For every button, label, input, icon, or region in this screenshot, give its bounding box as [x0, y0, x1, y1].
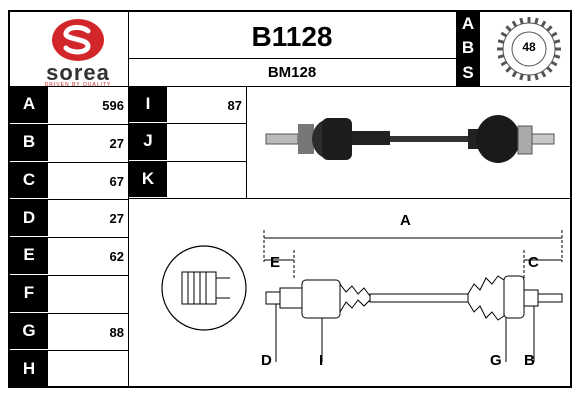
brand-name: sorea	[46, 60, 110, 85]
abs-letter-a: A	[456, 12, 480, 36]
dimension-letter-c: C	[10, 161, 48, 199]
abs-letter-b: B	[456, 36, 480, 60]
dimension-value-b: 27	[109, 135, 124, 151]
dimension-value-d: 27	[109, 211, 124, 227]
part-number: B1128	[251, 21, 333, 52]
brand-tagline: DRIVEN BY QUALITY	[44, 82, 112, 88]
diagram-label-e: E	[270, 254, 281, 271]
dimension-letter-g: G	[10, 312, 48, 350]
product-photo	[260, 96, 560, 180]
diagram-label-a: A	[400, 212, 411, 229]
shaft-diagram	[130, 200, 570, 388]
diagram-label-b: B	[524, 352, 535, 369]
diagram-label-i: I	[319, 352, 324, 369]
dimension-letter-a: A	[10, 86, 48, 123]
dimension-letter-j: J	[129, 123, 167, 160]
diagram-label-c: C	[528, 254, 539, 271]
dimension-value-g: 88	[109, 324, 124, 340]
dimension-value-c: 67	[109, 173, 124, 189]
dimension-value-i: 87	[227, 98, 242, 113]
dimension-letter-i: I	[129, 86, 167, 123]
dimension-letter-b: B	[10, 123, 48, 161]
sorea-logo-icon	[52, 19, 104, 61]
dimension-letter-d: D	[10, 199, 48, 236]
abs-letter-s: S	[456, 60, 480, 86]
product-sheet: sorea DRIVEN BY QUALITY B1128 BM128 A B …	[8, 10, 572, 388]
reference-code: BM128	[267, 64, 317, 81]
dimension-letter-f: F	[10, 274, 48, 312]
dimension-letter-e: E	[10, 237, 48, 274]
abs-teeth-count: 48	[522, 40, 536, 54]
diagram-label-g: G	[490, 352, 502, 369]
dimension-letter-k: K	[129, 160, 167, 197]
abs-gear-icon: 48	[494, 14, 564, 84]
dimension-letter-h: H	[10, 350, 48, 387]
dimension-value-e: 62	[109, 249, 124, 264]
diagram-label-d: D	[261, 352, 272, 369]
dimension-value-a: 596	[102, 98, 124, 113]
brand-logo: sorea DRIVEN BY QUALITY	[30, 18, 126, 88]
